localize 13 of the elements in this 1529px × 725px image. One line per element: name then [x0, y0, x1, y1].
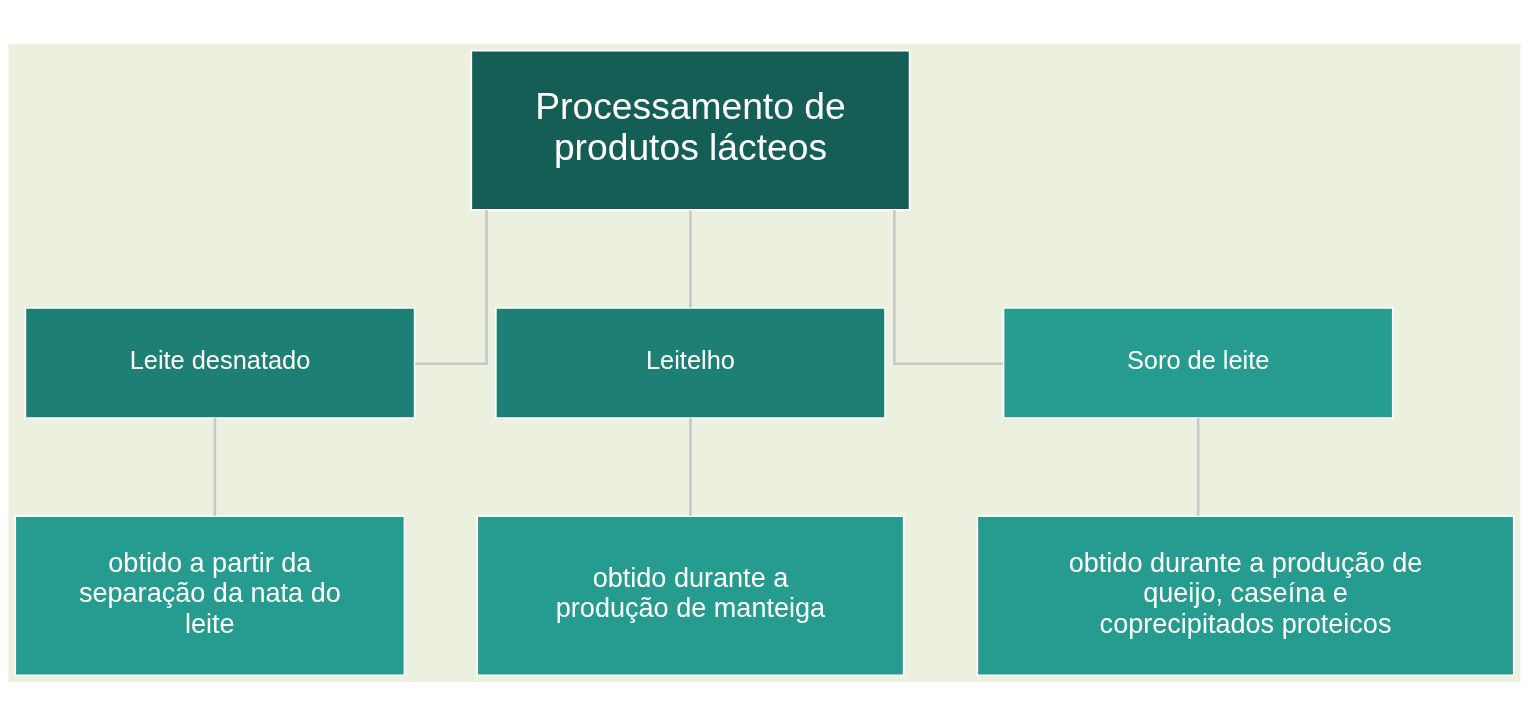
connector [893, 209, 1004, 365]
connector [689, 417, 692, 516]
node-box: obtido durante a produção de manteiga [476, 514, 905, 676]
connector [689, 209, 692, 308]
node-box: Leite desnatado [24, 306, 416, 419]
connector [415, 209, 488, 365]
node-box: obtido a partir da separação da nata do leite [14, 514, 406, 676]
connector [213, 417, 217, 516]
node-box: Leitelho [495, 306, 886, 419]
node-box: Soro de leite [1002, 306, 1394, 419]
node-box: Processamento de produtos lácteos [470, 49, 911, 211]
node-box: obtido durante a produção de queijo, caseína e coprecipitados proteicos [976, 514, 1515, 676]
connector [1196, 417, 1200, 516]
